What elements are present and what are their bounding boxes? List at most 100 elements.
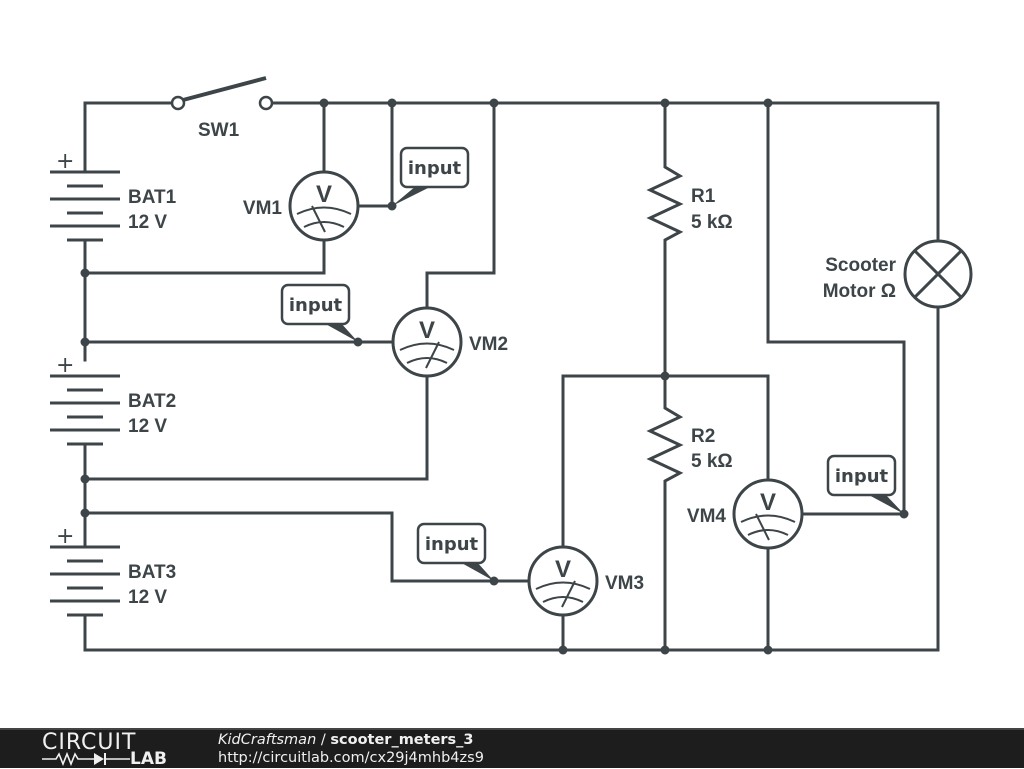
wire-vm1-bottom	[83, 238, 326, 275]
battery-bat2[interactable]: + BAT2 12 V	[50, 353, 176, 446]
input-tag-vm2[interactable]: input	[280, 283, 363, 347]
logo-text-circuit: CIRCUIT	[42, 730, 137, 755]
footer-bar: CIRCUIT LAB KidCraftsman / scooter_meter…	[0, 728, 1024, 769]
circuit-url[interactable]: http://circuitlab.com/cx29j4mhb4zs9	[218, 750, 484, 766]
tag-pointer	[322, 322, 358, 342]
meter-needle	[311, 205, 326, 233]
tag-pointer	[458, 561, 494, 581]
meter-needle	[755, 513, 770, 541]
resistor-name: R1	[691, 186, 716, 207]
voltmeter-name: VM3	[605, 573, 644, 594]
voltmeter-icon	[527, 545, 599, 617]
motor-label-line1: Scooter	[825, 255, 896, 276]
wire-vm2-top	[425, 101, 496, 310]
junction-dot	[319, 98, 329, 108]
wire-top-rail	[264, 101, 940, 244]
wire-bat3-minus	[83, 304, 940, 652]
probe-dot	[899, 509, 909, 519]
voltmeter-name: VM4	[687, 506, 727, 527]
tag-label: input	[289, 295, 343, 316]
voltmeter-name: VM2	[469, 334, 508, 355]
junction-dot	[80, 337, 90, 347]
battery-plus-sign: +	[56, 524, 74, 549]
junction-dot	[387, 98, 397, 108]
tag-label: input	[425, 534, 479, 555]
logo-text-lab: LAB	[130, 749, 167, 769]
switch-sw1[interactable]: SW1	[170, 76, 274, 141]
junction-dot	[489, 98, 499, 108]
junction-dot	[80, 508, 90, 518]
battery-voltage: 12 V	[128, 212, 167, 233]
tag-box	[416, 522, 487, 565]
credit-separator: /	[316, 732, 331, 748]
resistor-zigzag	[646, 402, 684, 488]
wire-vm1-input	[356, 101, 394, 208]
voltmeter-vm1[interactable]: V VM1	[243, 170, 360, 242]
tag-box	[399, 146, 470, 189]
junction-dot	[763, 98, 773, 108]
meter-scale-arc	[296, 206, 352, 215]
junction-dot	[660, 645, 670, 655]
wire-vm4-top	[663, 374, 770, 482]
motor-cross-line	[912, 248, 964, 300]
resistor-r2[interactable]: R2 5 kΩ	[646, 402, 733, 488]
switch-lever	[182, 76, 267, 102]
probe-dot	[489, 576, 499, 586]
resistor-r1[interactable]: R1 5 kΩ	[646, 160, 733, 246]
switch-terminal	[170, 95, 186, 111]
meter-scale-arc	[535, 581, 591, 590]
battery-bat1[interactable]: + BAT1 12 V	[50, 149, 177, 242]
motor-label-line2: Motor Ω	[823, 281, 896, 302]
voltmeter-icon	[391, 306, 463, 378]
switch-terminal	[258, 95, 274, 111]
resistor-zigzag	[646, 160, 684, 246]
tag-box	[826, 454, 897, 497]
junction-dot	[80, 268, 90, 278]
tag-label: input	[835, 466, 889, 487]
author-link[interactable]: KidCraftsman	[218, 732, 317, 748]
meter-needle	[561, 580, 576, 608]
switch-label: SW1	[198, 120, 240, 141]
input-tag-vm3[interactable]: input	[416, 522, 499, 586]
battery-voltage: 12 V	[128, 587, 167, 608]
junction-dot	[558, 645, 568, 655]
wire-vm4-input	[766, 101, 906, 516]
battery-name: BAT3	[128, 562, 176, 583]
battery-plus-sign: +	[56, 353, 74, 378]
voltmeter-glyph: V	[316, 181, 332, 208]
input-tag-vm4[interactable]: input	[826, 454, 909, 519]
battery-bat3[interactable]: + BAT3 12 V	[50, 524, 176, 617]
voltmeter-vm4[interactable]: V VM4	[687, 478, 804, 550]
voltmeter-glyph: V	[419, 317, 435, 344]
meter-needle	[425, 341, 440, 369]
voltmeter-glyph: V	[555, 556, 571, 583]
voltmeter-vm3[interactable]: V VM3	[527, 545, 644, 617]
junction-dot	[763, 645, 773, 655]
logo-resistor-diode-icon	[42, 752, 130, 766]
resistor-value: 5 kΩ	[691, 451, 733, 472]
wires	[83, 101, 940, 652]
input-tag-vm1[interactable]: input	[387, 146, 470, 211]
wire-vm3-input	[83, 511, 531, 583]
voltmeter-icon	[732, 478, 804, 550]
circuitlab-logo[interactable]: CIRCUIT LAB	[42, 730, 177, 769]
circuit-schematic: SW1 + BAT1 12 V + BAT2 12 V + BAT3 12 V	[50, 76, 973, 655]
meter-scale-arc	[747, 529, 789, 536]
junction-dot	[80, 474, 90, 484]
wire-vm2-bottom	[83, 374, 429, 481]
tag-pointer	[867, 494, 904, 514]
circuit-title[interactable]: scooter_meters_3	[330, 732, 474, 748]
resistor-name: R2	[691, 426, 715, 447]
voltmeter-name: VM1	[243, 198, 283, 219]
resistor-value: 5 kΩ	[691, 212, 733, 233]
voltmeter-vm2[interactable]: V VM2	[391, 306, 508, 378]
battery-voltage: 12 V	[128, 416, 167, 437]
meter-scale-arc	[542, 596, 584, 603]
wire-vm3-top	[561, 374, 667, 549]
tag-box	[280, 283, 351, 326]
meter-scale-arc	[303, 221, 345, 228]
junction-dot	[660, 371, 670, 381]
junctions	[80, 98, 773, 655]
scooter-motor[interactable]: Scooter Motor Ω	[823, 239, 973, 309]
meter-scale-arc	[406, 357, 448, 364]
